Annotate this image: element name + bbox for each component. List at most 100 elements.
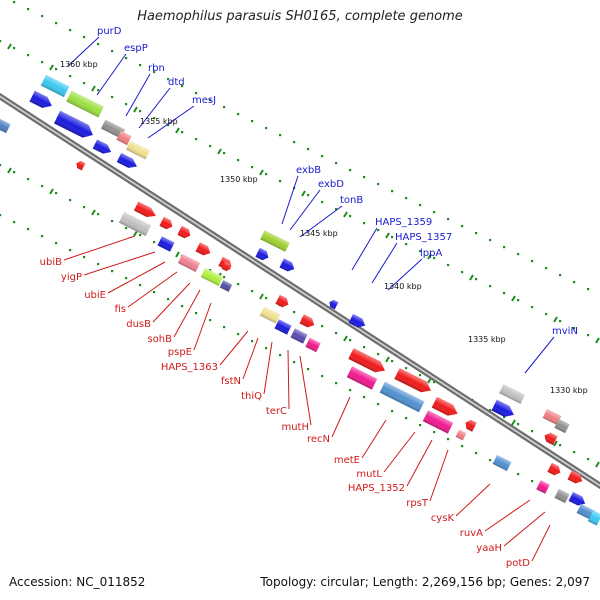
gene-label-cysK[interactable]: cysK bbox=[431, 513, 455, 524]
leader-line bbox=[281, 175, 299, 225]
track-dot bbox=[335, 162, 338, 165]
gene-label-terC[interactable]: terC bbox=[266, 406, 287, 417]
leader-line bbox=[152, 282, 191, 323]
feature-b2[interactable] bbox=[219, 280, 233, 292]
gene-label-fis[interactable]: fis bbox=[114, 304, 126, 315]
track-dot bbox=[447, 264, 450, 267]
feature-r2[interactable] bbox=[159, 216, 174, 231]
gene-label-rpsT[interactable]: rpsT bbox=[406, 498, 429, 509]
feature-m3[interactable] bbox=[536, 480, 550, 494]
feature-p2[interactable] bbox=[542, 408, 562, 426]
feature-r6[interactable] bbox=[275, 294, 290, 309]
feature-b4[interactable] bbox=[279, 258, 297, 273]
track-dot bbox=[237, 159, 240, 162]
feature-m1[interactable] bbox=[305, 337, 321, 353]
track-dot bbox=[237, 283, 240, 286]
gene-label-dtd[interactable]: dtd bbox=[168, 77, 185, 88]
feature-b13[interactable] bbox=[587, 510, 600, 526]
gene-label-mutH[interactable]: mutH bbox=[281, 422, 309, 433]
feature-o4[interactable] bbox=[116, 153, 139, 171]
feature-rbn[interactable] bbox=[100, 119, 126, 139]
track-dot bbox=[559, 320, 562, 323]
track-dot bbox=[237, 113, 240, 116]
track-dot bbox=[279, 180, 282, 183]
feature-r14[interactable] bbox=[221, 261, 233, 273]
feature-b9[interactable] bbox=[491, 399, 516, 421]
feature-b1[interactable] bbox=[157, 236, 175, 252]
feature-purD[interactable] bbox=[40, 74, 70, 98]
gene-label-ubiB[interactable]: ubiB bbox=[40, 257, 62, 268]
gene-label-HAPS_1357[interactable]: HAPS_1357 bbox=[395, 232, 452, 243]
feature-r3[interactable] bbox=[177, 225, 192, 240]
track-dot bbox=[209, 269, 212, 272]
feature-mviN[interactable] bbox=[499, 384, 525, 404]
gene-label-exbB[interactable]: exbB bbox=[296, 165, 321, 176]
feature-b11[interactable] bbox=[568, 491, 588, 508]
feature-g1[interactable] bbox=[200, 268, 224, 286]
feature-b3[interactable] bbox=[255, 247, 270, 262]
feature-o2[interactable] bbox=[53, 110, 96, 141]
feature-metE[interactable] bbox=[346, 366, 378, 390]
track-dot bbox=[153, 291, 156, 294]
feature-p1[interactable] bbox=[177, 254, 201, 272]
gene-label-HAPS_1359[interactable]: HAPS_1359 bbox=[375, 217, 432, 228]
feature-r1[interactable] bbox=[133, 201, 158, 221]
gene-label-HAPS_1352[interactable]: HAPS_1352 bbox=[348, 483, 405, 494]
feature-b8[interactable] bbox=[328, 299, 339, 310]
gene-label-thiQ[interactable]: thiQ bbox=[241, 391, 262, 402]
feature-b10[interactable] bbox=[492, 454, 512, 472]
feature-rbn2[interactable] bbox=[116, 130, 132, 146]
gene-label-ruvA[interactable]: ruvA bbox=[460, 528, 483, 539]
gene-label-lppA[interactable]: lppA bbox=[420, 248, 442, 259]
leader-line bbox=[484, 499, 531, 532]
gene-label-exbD[interactable]: exbD bbox=[318, 179, 344, 190]
gene-label-purD[interactable]: purD bbox=[97, 26, 122, 37]
feature-recN[interactable] bbox=[348, 348, 387, 376]
gene-label-dusB[interactable]: dusB bbox=[126, 319, 151, 330]
feature-b7[interactable] bbox=[348, 313, 368, 330]
gene-label-espP[interactable]: espP bbox=[124, 43, 148, 54]
feature-b5[interactable] bbox=[274, 319, 292, 335]
feature-r12[interactable] bbox=[547, 462, 562, 477]
feature-exbB[interactable] bbox=[260, 230, 290, 252]
gene-label-tonB[interactable]: tonB bbox=[340, 195, 363, 206]
feature-dtd[interactable] bbox=[125, 140, 151, 160]
feature-mutL[interactable] bbox=[379, 381, 425, 413]
feature-g2[interactable] bbox=[554, 418, 570, 434]
gene-label-mviN[interactable]: mviN bbox=[552, 326, 578, 337]
feature-o3[interactable] bbox=[92, 139, 114, 157]
gene-label-sohB[interactable]: sohB bbox=[147, 334, 172, 345]
gene-label-pspE[interactable]: pspE bbox=[168, 347, 192, 358]
track-dot bbox=[69, 75, 72, 78]
feature-r13[interactable] bbox=[567, 470, 585, 485]
feature-edge[interactable] bbox=[0, 118, 11, 134]
feature-r9[interactable] bbox=[431, 396, 461, 419]
gene-label-potD[interactable]: potD bbox=[506, 558, 530, 569]
gene-label-mutL[interactable]: mutL bbox=[356, 469, 382, 480]
gene-label-yigP[interactable]: yigP bbox=[61, 272, 82, 283]
feature-thiQ[interactable] bbox=[259, 306, 281, 324]
gene-label-rbn[interactable]: rbn bbox=[148, 63, 165, 74]
feature-r8[interactable] bbox=[394, 368, 433, 396]
feature-o1[interactable] bbox=[29, 90, 54, 112]
gene-label-HAPS_1363[interactable]: HAPS_1363 bbox=[161, 362, 218, 373]
feature-r10[interactable] bbox=[463, 418, 477, 432]
feature-r11[interactable] bbox=[542, 431, 558, 446]
feature-m2[interactable] bbox=[422, 410, 454, 434]
gene-label-mesJ[interactable]: mesJ bbox=[192, 95, 216, 106]
feature-r0[interactable] bbox=[75, 160, 86, 171]
feature-b6[interactable] bbox=[290, 328, 308, 344]
feature-espP[interactable] bbox=[66, 90, 104, 118]
track-dot bbox=[279, 134, 282, 137]
gene-label-recN[interactable]: recN bbox=[307, 434, 330, 445]
feature-ubiB[interactable] bbox=[118, 211, 152, 237]
feature-r4[interactable] bbox=[195, 242, 213, 257]
gene-label-metE[interactable]: metE bbox=[334, 455, 360, 466]
feature-r7[interactable] bbox=[299, 314, 317, 329]
gene-label-ubiE[interactable]: ubiE bbox=[84, 290, 106, 301]
gene-label-fstN[interactable]: fstN bbox=[221, 376, 241, 387]
feature-rpsT[interactable] bbox=[455, 429, 467, 441]
gene-label-yaaH[interactable]: yaaH bbox=[476, 543, 502, 554]
feature-g3[interactable] bbox=[554, 488, 570, 504]
